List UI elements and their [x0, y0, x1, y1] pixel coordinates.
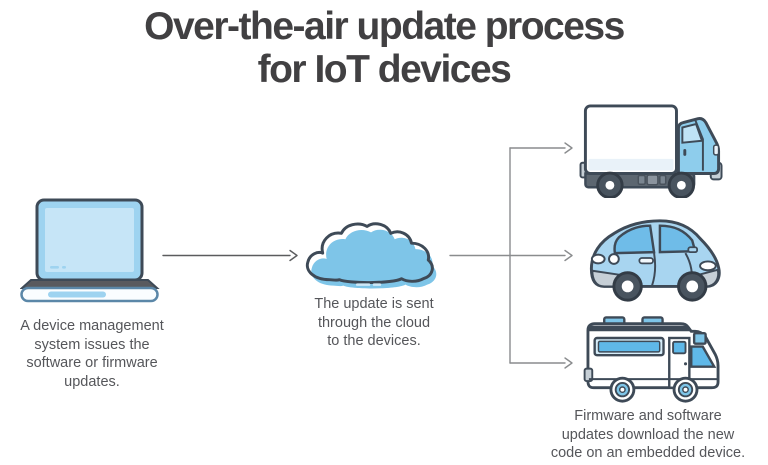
cloud-caption-line: through the cloud — [317, 314, 431, 331]
laptop-caption-line: A device management — [20, 318, 164, 334]
page-title-line2: for IoT devices — [257, 47, 512, 91]
arrow-to-rv — [509, 357, 573, 369]
truck-icon — [578, 104, 726, 199]
cloud-caption-line: to the devices. — [327, 333, 421, 350]
page-title-line1: Over-the-air update process — [144, 5, 625, 48]
devices-caption: Firmware and software updates download t… — [528, 407, 768, 463]
page-title: Over-the-air update process for IoT devi… — [0, 5, 768, 92]
devices-caption-line: Firmware and software — [574, 408, 722, 424]
cloud-icon — [300, 222, 448, 294]
cloud-caption: The update is sent through the cloud to … — [290, 295, 458, 351]
arrow-laptop-to-cloud — [162, 249, 298, 262]
cloud-caption-line: The update is sent — [314, 296, 434, 312]
laptop-caption-line: software or firmware — [26, 355, 158, 372]
devices-caption-line: updates download the new — [561, 426, 735, 443]
arrow-to-car — [509, 249, 573, 262]
devices-caption-line: code on an embedded device. — [550, 445, 746, 462]
laptop-icon — [19, 198, 160, 304]
arrow-to-truck — [509, 142, 573, 154]
rv-icon — [580, 316, 726, 404]
laptop-caption-line: updates. — [64, 373, 120, 390]
car-icon — [582, 212, 730, 306]
laptop-caption-line: system issues the — [34, 336, 150, 353]
laptop-caption: A device management system issues the so… — [0, 317, 184, 391]
